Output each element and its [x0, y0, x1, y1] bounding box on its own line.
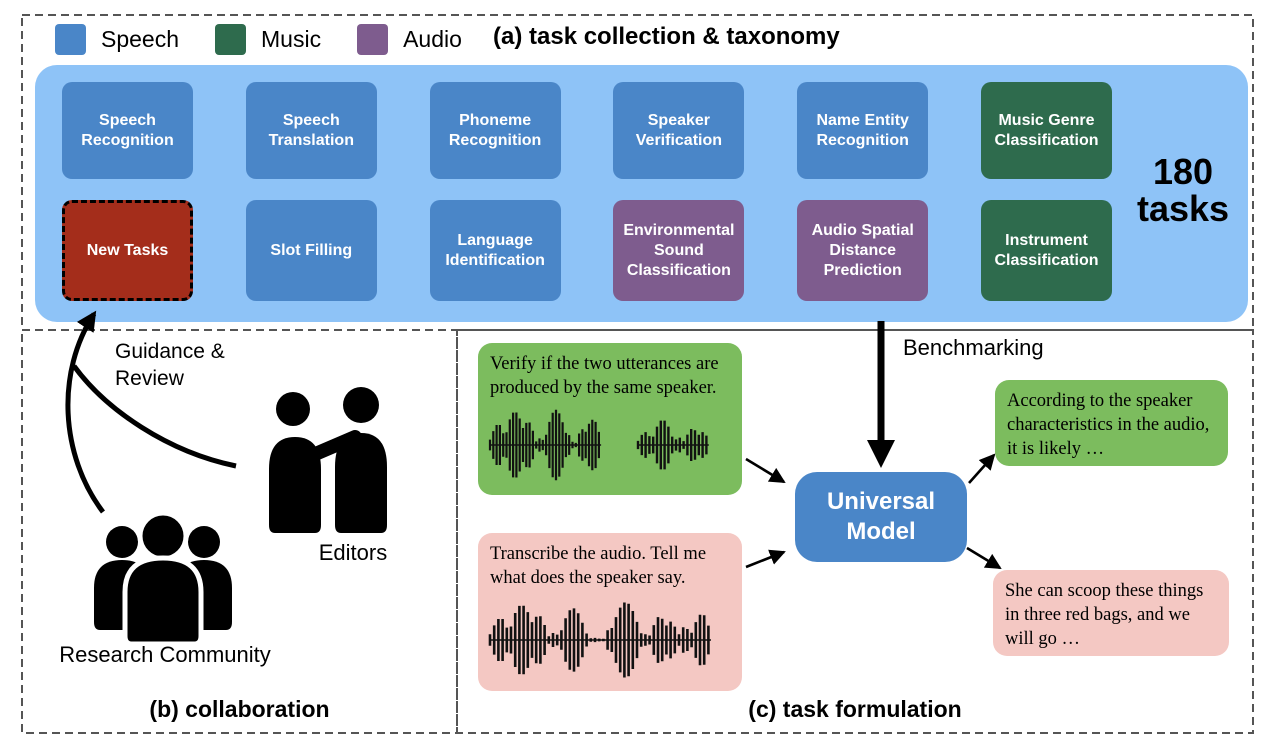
legend-item-music: Music: [215, 24, 321, 55]
legend-item-speech: Speech: [55, 24, 179, 55]
task-box-speaker-verification: Speaker Verification: [613, 82, 745, 179]
output-line: will go …: [1005, 629, 1081, 650]
research-community-label: Research Community: [59, 642, 271, 667]
task-box-environmental-sound-classification: Environmental Sound Classification: [613, 200, 745, 301]
panel-collaboration: Guidance & Review Editors Research Commu…: [22, 330, 457, 733]
output-line: it is likely …: [1007, 439, 1105, 460]
prompt-line: produced by the same speaker.: [490, 378, 717, 399]
benchmarking-label: Benchmarking: [903, 335, 1044, 360]
panel-task-formulation: Benchmarking Verify if the two utterance…: [457, 330, 1253, 733]
guidance-line-2: Review: [115, 366, 184, 390]
music-color-swatch: [215, 24, 247, 55]
task-container: Speech Recognition Speech Translation Ph…: [35, 65, 1248, 322]
guidance-line-1: Guidance &: [115, 340, 225, 363]
legend-item-audio: Audio: [357, 24, 462, 55]
task-row-1: Speech Recognition Speech Translation Ph…: [62, 82, 1112, 179]
speech-color-swatch: [55, 24, 86, 55]
task-box-music-genre-classification: Music Genre Classification: [980, 82, 1112, 179]
legend-label: Speech: [101, 26, 180, 52]
prompt-line: Verify if the two utterances are: [490, 354, 719, 374]
task-box-speech-translation: Speech Translation: [245, 82, 377, 179]
task-box-phoneme-recognition: Phoneme Recognition: [429, 82, 561, 179]
output-line: According to the speaker: [1007, 391, 1193, 411]
task-box-audio-spatial-distance-prediction: Audio Spatial Distance Prediction: [797, 200, 929, 301]
output-line: characteristics in the audio,: [1007, 415, 1210, 436]
task-row-2: New Tasks Slot Filling Language Identifi…: [62, 200, 1112, 301]
research-community-icon: [94, 510, 232, 647]
panel-b-caption: (b) collaboration: [149, 696, 330, 722]
legend: Speech Music Audio: [55, 24, 462, 55]
panel-c-caption: (c) task formulation: [748, 696, 962, 722]
waveform-pair: [488, 409, 709, 481]
total-tasks-count: 180 tasks: [1123, 153, 1243, 228]
model-label-line-2: Model: [846, 518, 916, 545]
task-box-speech-recognition: Speech Recognition: [62, 82, 193, 179]
total-tasks-number: 180: [1152, 151, 1214, 192]
editors-icon: [269, 387, 387, 533]
task-grid: Speech Recognition Speech Translation Ph…: [62, 82, 1112, 301]
model-label-line-1: Universal: [826, 488, 936, 515]
output-line: She can scoop these things: [1005, 581, 1204, 601]
task-box-instrument-classification: Instrument Classification: [980, 200, 1112, 301]
audio-color-swatch: [357, 24, 389, 55]
legend-label: Music: [261, 26, 322, 52]
prompt-line: Transcribe the audio. Tell me: [490, 544, 707, 564]
task-box-name-entity-recognition: Name Entity Recognition: [797, 82, 929, 179]
legend-label: Audio: [403, 26, 462, 52]
prompt-line: what does the speaker say.: [490, 568, 686, 589]
output-text-speaker-verification: According to the speaker characteristics…: [995, 380, 1228, 466]
editors-label: Editors: [318, 540, 388, 565]
guidance-review-label: Guidance & Review: [115, 339, 225, 393]
waveform-long: [488, 602, 711, 678]
task-box-slot-filling: Slot Filling: [245, 200, 377, 301]
task-box-new-tasks: New Tasks: [62, 200, 193, 301]
panel-a-title: (a) task collection & taxonomy: [493, 23, 840, 50]
input-prompt-speaker-verification: Verify if the two utterances are produce…: [478, 343, 742, 495]
output-text-transcription: She can scoop these things in three red …: [993, 570, 1229, 656]
task-box-language-identification: Language Identification: [429, 200, 561, 301]
input-prompt-transcription: Transcribe the audio. Tell me what does …: [478, 533, 742, 691]
panel-task-collection: Speech Music Audio (a) task collection &…: [22, 15, 1253, 330]
universal-model-box: Universal Model: [795, 472, 967, 562]
total-tasks-word: tasks: [1136, 188, 1230, 230]
output-line: in three red bags, and we: [1005, 605, 1190, 626]
